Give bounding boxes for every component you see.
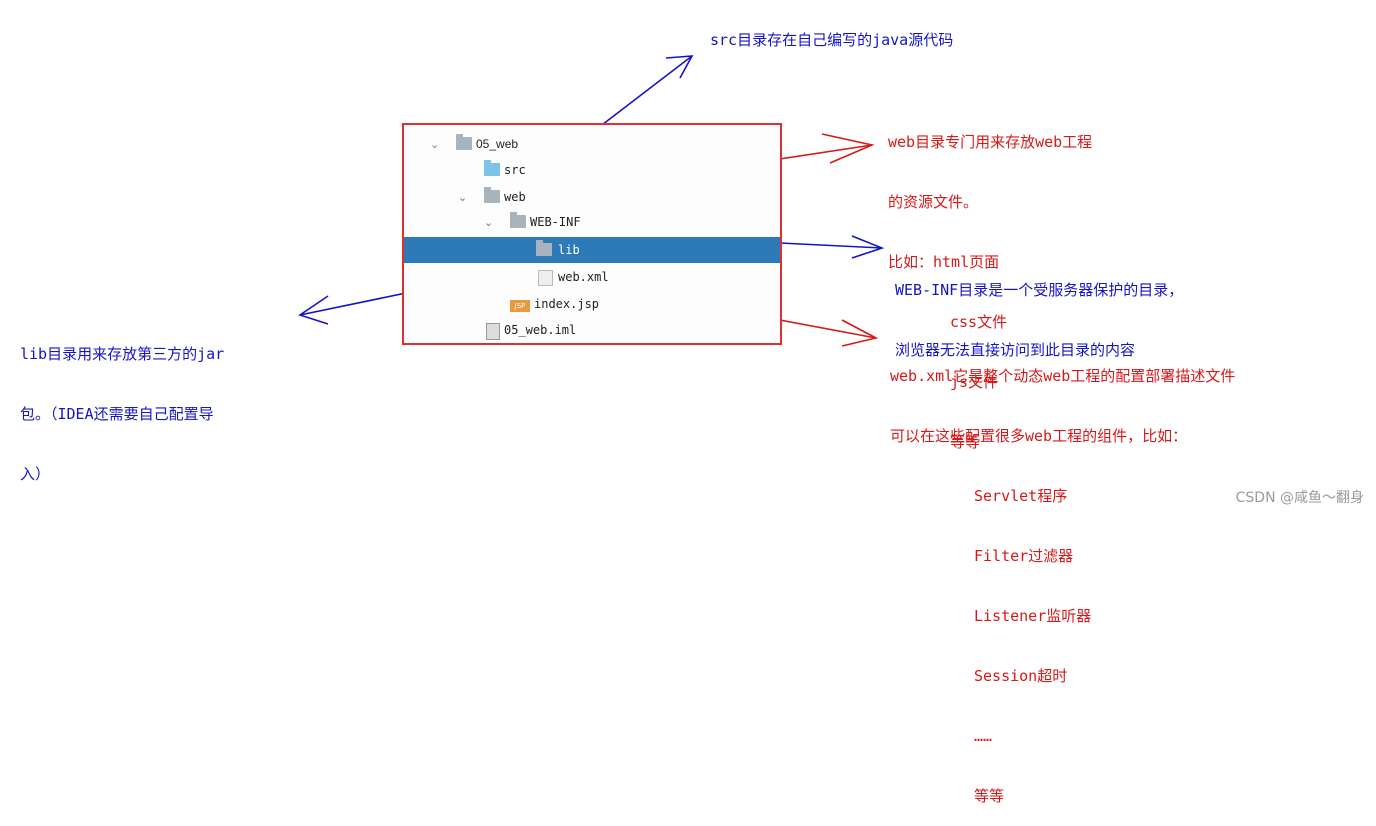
webxml-note-line: Filter过滤器 (974, 547, 1074, 565)
tree-item-web[interactable]: ⌄ web (404, 186, 780, 210)
webxml-note-line: Session超时 (974, 667, 1068, 685)
tree-item-05_web[interactable]: ⌄ 05_web (404, 133, 780, 157)
tree-item-label: src (504, 163, 526, 177)
web-note-line: web目录专门用来存放web工程 (888, 133, 1093, 151)
tree-item-label: 05_web (476, 137, 519, 151)
webxml-note-line: web.xml它是整个动态web工程的配置部署描述文件 (890, 367, 1236, 385)
web-note-line: css文件 (950, 313, 1008, 331)
lib-note-line: 入） (20, 465, 51, 483)
chevron-down-icon[interactable]: ⌄ (430, 139, 440, 151)
tree-item-label: index.jsp (534, 297, 600, 311)
chevron-down-icon[interactable]: ⌄ (484, 217, 494, 229)
src-annotation: src目录存在自己编写的java源代码 (710, 31, 954, 49)
source-folder-icon (484, 160, 500, 176)
webxml-note-line: Listener监听器 (974, 607, 1092, 625)
chevron-down-icon[interactable]: ⌄ (458, 192, 468, 204)
web-note-line: 的资源文件。 (888, 193, 979, 211)
lib-arrowhead (298, 295, 329, 325)
lib-annotation: lib目录用来存放第三方的jar 包。（IDEA还需要自己配置导 入） (20, 304, 224, 504)
tree-item-label: web (504, 190, 526, 204)
webxml-annotation: web.xml它是整个动态web工程的配置部署描述文件 可以在这些配置很多web… (890, 326, 1235, 826)
webinf-note-line: WEB-INF目录是一个受服务器保护的目录， (895, 281, 1184, 299)
webxml-note-line: 等等 (974, 787, 1005, 805)
tree-item-label: web.xml (558, 270, 609, 284)
tree-item-web-xml[interactable]: web.xml (404, 266, 780, 290)
webxml-note-line: Servlet程序 (974, 487, 1068, 505)
folder-icon (510, 212, 526, 228)
project-tree-panel: ⌄ 05_web src ⌄ web ⌄ WEB-INF lib web.xml… (402, 123, 782, 345)
lib-note-line: 包。（IDEA还需要自己配置导 (20, 405, 214, 423)
web-note-line: 比如：html页面 (888, 253, 1000, 271)
tree-item-index-jsp[interactable]: JSP index.jsp (404, 293, 780, 317)
watermark: CSDN @咸鱼～翻身 (1235, 490, 1364, 506)
tree-item-label: 05_web.iml (504, 323, 577, 337)
tree-item-label: WEB-INF (530, 215, 581, 229)
webinf-annotation: WEB-INF目录是一个受服务器保护的目录， 浏览器无法直接访问到此目录的内容 (895, 240, 1183, 380)
jsp-file-icon: JSP (510, 300, 530, 312)
module-folder-icon (456, 134, 472, 150)
webxml-note-line: 可以在这些配置很多web工程的组件，比如： (890, 427, 1188, 445)
web-folder-icon (484, 187, 500, 203)
src-arrowhead (665, 55, 694, 79)
lib-note-line: lib目录用来存放第三方的jar (20, 345, 225, 363)
web-note-line: 等等 (950, 433, 981, 451)
web-arrowhead (821, 133, 875, 164)
tree-item-src[interactable]: src (404, 159, 780, 183)
webxml-note-line: …… (974, 727, 993, 745)
folder-icon (536, 240, 552, 256)
web-annotation: web目录专门用来存放web工程 的资源文件。 比如：html页面 css文件 … (888, 92, 1092, 472)
xml-file-icon (538, 270, 553, 286)
webinf-note-line: 浏览器无法直接访问到此目录的内容 (895, 341, 1136, 359)
tree-item-web-inf[interactable]: ⌄ WEB-INF (404, 211, 780, 235)
iml-file-icon (486, 323, 500, 340)
web-note-line: js文件 (950, 373, 999, 391)
webinf-arrowhead (851, 235, 885, 259)
tree-item-label: lib (558, 243, 580, 257)
tree-item-05_web-iml[interactable]: 05_web.iml (404, 319, 780, 343)
tree-item-lib[interactable]: lib (404, 237, 780, 263)
webxml-arrowhead (841, 319, 879, 347)
